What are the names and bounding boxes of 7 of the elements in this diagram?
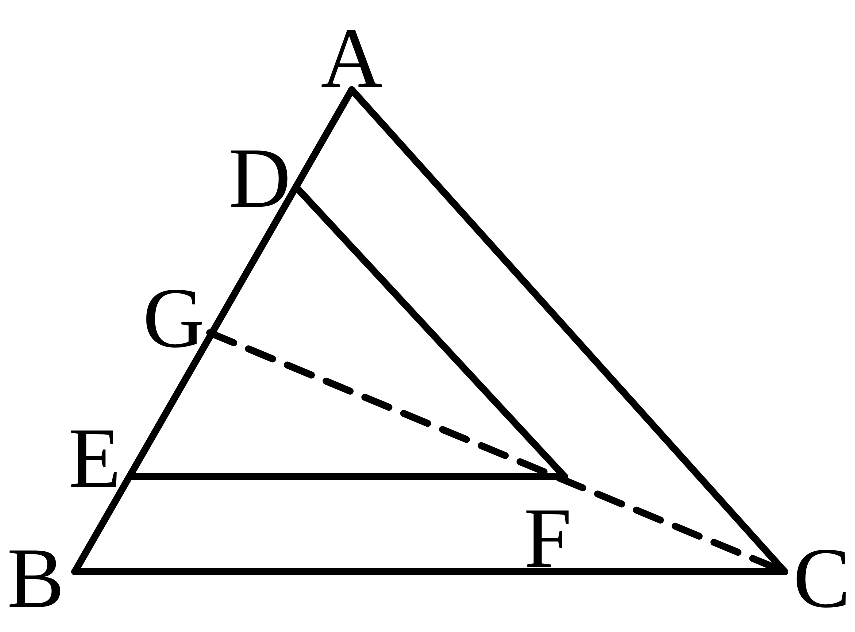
point-label: A [320,15,384,101]
point-label: G [142,275,206,361]
point-label: D [228,135,292,221]
point-label: B [7,535,65,621]
point-label: F [524,495,572,581]
point-label: E [68,415,122,501]
point-label: C [793,535,851,621]
